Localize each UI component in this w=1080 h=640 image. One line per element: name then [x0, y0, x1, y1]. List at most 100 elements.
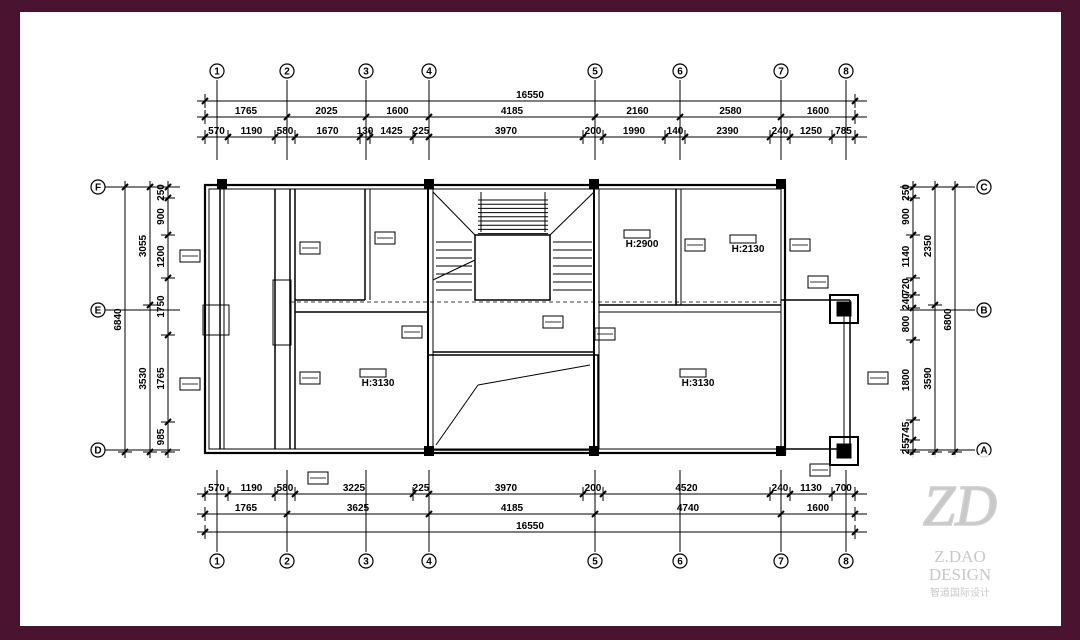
right-inner-dim-label: 800: [901, 315, 912, 332]
row-axis-left-D: D: [90, 442, 106, 458]
top-mid-dim-label: 4185: [501, 106, 524, 117]
left-mid-dim-label: 3055: [138, 234, 149, 257]
column-axis-top-3: 3: [358, 63, 374, 79]
elevation-marker: [807, 275, 829, 289]
bottom-inner-dim-label: 1130: [800, 483, 822, 494]
elevation-marker: [867, 371, 889, 385]
axis-bubble-circle: [838, 553, 854, 569]
right-mid-dim-label: 2350: [923, 234, 934, 257]
dim-slash: [909, 194, 917, 202]
structural-column: [589, 179, 599, 189]
elevation-marker: [809, 463, 831, 477]
dim-slash: [409, 133, 417, 141]
axis-bubble-label: 2: [284, 67, 290, 78]
column-box: [829, 294, 859, 324]
right-mid-dim-label: 3590: [923, 367, 934, 390]
column-axis-top-7: 7: [773, 63, 789, 79]
bottom-mid-dim-label: 4185: [501, 503, 524, 514]
top-inner-dim-label: 2390: [716, 126, 739, 137]
axis-bubble-label: 8: [843, 557, 849, 568]
room-height-label: H:2900: [626, 239, 659, 250]
left-inner-dim-label: 1200: [156, 245, 167, 268]
dim-slash: [224, 133, 232, 141]
column-axis-bottom-6: 6: [672, 553, 688, 569]
dim-slash: [164, 274, 172, 282]
column-axis-bottom-1: 1: [209, 553, 225, 569]
outer-wall-inner-line: [208, 188, 782, 450]
axis-bubble-circle: [279, 553, 295, 569]
elevation-marker: [179, 377, 201, 391]
column-axis-bottom-7: 7: [773, 553, 789, 569]
dim-slash: [201, 97, 209, 105]
bottom-inner-dim-label: 3970: [495, 483, 518, 494]
top-inner-dim-label: 785: [835, 126, 852, 137]
axis-bubble-label: 1: [214, 67, 220, 78]
axis-bubble-circle: [587, 553, 603, 569]
dim-slash: [909, 231, 917, 239]
dim-slash: [291, 490, 299, 498]
top-inner-dim-label: 130: [357, 126, 374, 137]
right-inner-dim-label: 1800: [901, 368, 912, 391]
axis-bubble-circle: [672, 553, 688, 569]
axis-bubble-label: 5: [592, 67, 598, 78]
row-axis-left-E: E: [90, 302, 106, 318]
dim-slash: [201, 113, 209, 121]
dim-slash: [851, 490, 859, 498]
dim-slash: [579, 133, 587, 141]
top-inner-dim-label: 1190: [241, 126, 263, 137]
axis-bubble-label: 7: [778, 557, 784, 568]
bottom-mid-dim-label: 1600: [807, 503, 830, 514]
axis-bubble-circle: [358, 553, 374, 569]
axis-bubble-circle: [421, 553, 437, 569]
stair-rail: [432, 259, 476, 281]
room-height-label: H:2130: [732, 244, 765, 255]
left-total-dim-label: 6840: [113, 308, 124, 331]
bottom-inner-dim-label: 3225: [343, 483, 366, 494]
bottom-inner-dim-label: 240: [772, 483, 789, 494]
axis-bubble-label: B: [980, 306, 987, 317]
dim-slash: [851, 97, 859, 105]
watermark-panel: [912, 455, 1010, 605]
left-inner-dim-label: 900: [156, 208, 167, 225]
wall-pier: [272, 279, 292, 346]
top-inner-dim-label: 1990: [623, 126, 646, 137]
top-mid-dim-label: 2160: [626, 106, 649, 117]
void-opening: [427, 354, 599, 451]
bottom-inner-dim-label: 570: [208, 483, 225, 494]
right-inner-dim-label: 255: [901, 437, 912, 454]
top-inner-dim-label: 140: [667, 126, 684, 137]
top-mid-dim-label: 1600: [807, 106, 830, 117]
watermark-line1: Z.DAO: [934, 547, 985, 566]
left-mid-dim-label: 3530: [138, 367, 149, 390]
column-axis-top-2: 2: [279, 63, 295, 79]
top-inner-dim-label: 1670: [316, 126, 339, 137]
structural-column: [776, 179, 786, 189]
watermark-logo: ZD: [923, 473, 997, 538]
dim-slash: [146, 301, 154, 309]
dim-slash: [661, 133, 669, 141]
bottom-total-dim-label: 16550: [516, 521, 544, 532]
axis-bubble-label: A: [980, 446, 987, 457]
top-inner-dim-label: 1425: [380, 126, 403, 137]
stair-diagonal: [549, 191, 595, 236]
axis-bubble-circle: [421, 63, 437, 79]
structural-column: [589, 446, 599, 456]
column-axis-bottom-5: 5: [587, 553, 603, 569]
top-mid-dim-label: 2580: [719, 106, 742, 117]
axis-bubble-label: 3: [363, 557, 369, 568]
dim-slash: [851, 528, 859, 536]
right-inner-dim-label: 1140: [901, 245, 912, 267]
dim-slash: [599, 490, 607, 498]
elevation-marker: [307, 471, 329, 485]
right-inner-dim-label: 250: [901, 184, 912, 201]
column-box: [829, 436, 859, 466]
column-axis-top-8: 8: [838, 63, 854, 79]
dim-slash: [201, 528, 209, 536]
axis-bubble-circle: [209, 553, 225, 569]
top-mid-dim-label: 2025: [315, 106, 338, 117]
dim-slash: [828, 490, 836, 498]
dim-slash: [164, 231, 172, 239]
axis-bubble-circle: [587, 63, 603, 79]
column-box-inner: [836, 443, 852, 459]
